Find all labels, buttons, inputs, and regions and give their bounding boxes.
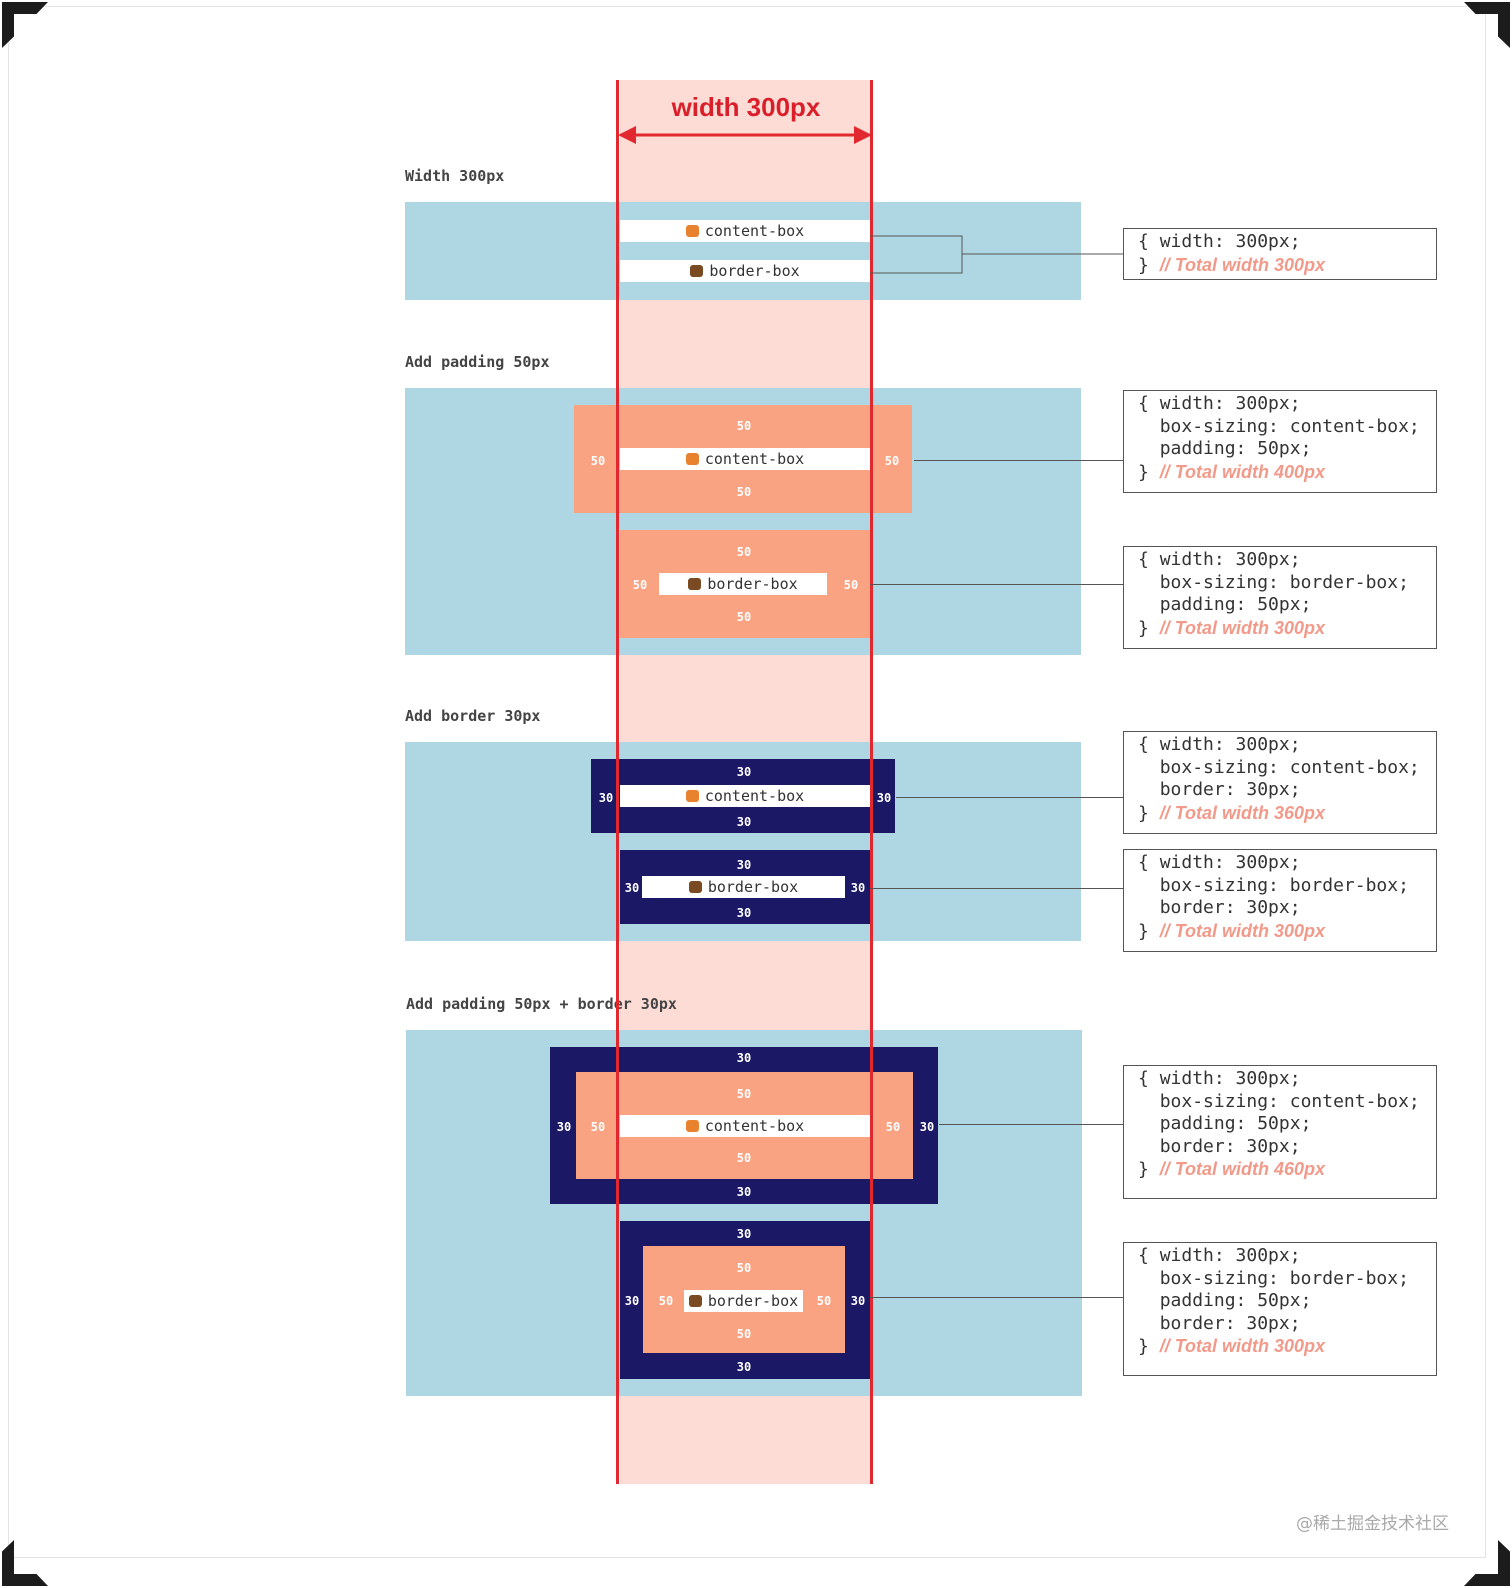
content-box-strip: content-box <box>620 785 870 807</box>
border-box-label: border-box <box>707 878 799 896</box>
section-label-padding: Add padding 50px <box>405 353 550 371</box>
padding-right-value: 50 <box>884 454 900 468</box>
fox-emoji-icon <box>685 790 699 802</box>
code-box-padding-content: { width: 300px; box-sizing: content-box;… <box>1123 390 1437 493</box>
border-top-value: 30 <box>736 1051 752 1065</box>
padding-left-value: 50 <box>632 578 648 592</box>
corner-top-right-icon <box>1464 2 1510 48</box>
total-width-text: // Total width 300px <box>1159 1336 1326 1356</box>
width-line-left <box>616 80 619 1484</box>
padding-top-value: 50 <box>736 419 752 433</box>
corner-top-left-icon <box>2 2 48 48</box>
padding-right-value: 50 <box>816 1294 832 1308</box>
connector-line <box>939 1124 1124 1125</box>
section-label-border: Add border 30px <box>405 707 541 725</box>
border-right-value: 30 <box>850 881 866 895</box>
border-box-strip: border-box <box>684 1290 803 1312</box>
border-left-value: 30 <box>624 1294 640 1308</box>
content-box-strip: content-box <box>620 220 870 242</box>
code-box-padding-border-content: { width: 300px; box-sizing: content-box;… <box>1123 1065 1437 1199</box>
total-width-text: // Total width 460px <box>1159 1159 1326 1179</box>
watermark: @稀土掘金技术社区 <box>1296 1514 1449 1534</box>
border-bottom-value: 30 <box>736 1360 752 1374</box>
bear-emoji-icon <box>688 1295 702 1307</box>
border-box-label: border-box <box>709 262 800 280</box>
band-blue-overlay-1 <box>620 202 872 300</box>
padding-top-value: 50 <box>736 1261 752 1275</box>
border-top-value: 30 <box>736 765 752 779</box>
content-box-strip: content-box <box>620 448 870 470</box>
padding-bottom-value: 50 <box>736 1151 752 1165</box>
padding-bottom-value: 50 <box>736 1327 752 1341</box>
total-width-text: // Total width 400px <box>1159 461 1326 482</box>
fox-emoji-icon <box>685 225 699 237</box>
code-box-border-content: { width: 300px; box-sizing: content-box;… <box>1123 731 1437 834</box>
content-box-label: content-box <box>704 787 805 805</box>
border-bottom-value: 30 <box>736 906 752 920</box>
padding-right-value: 50 <box>885 1120 901 1134</box>
fox-emoji-icon <box>685 453 699 465</box>
border-left-value: 30 <box>624 881 640 895</box>
padding-top-value: 50 <box>736 1087 752 1101</box>
total-width-text: // Total width 300px <box>1159 617 1326 638</box>
content-box-label: content-box <box>704 1117 805 1135</box>
border-right-value: 30 <box>919 1120 935 1134</box>
page-frame <box>8 6 1486 1558</box>
total-width-text: // Total width 300px <box>1159 920 1326 941</box>
section-label-padding-border: Add padding 50px + border 30px <box>406 995 677 1013</box>
padding-left-value: 50 <box>658 1294 674 1308</box>
connector-line <box>870 1297 1124 1298</box>
bear-emoji-icon <box>690 265 704 277</box>
padding-bottom-value: 50 <box>736 610 752 624</box>
width-line-right <box>870 80 873 1484</box>
border-left-value: 30 <box>598 791 614 805</box>
content-box-label: content-box <box>704 450 805 468</box>
content-box-strip: content-box <box>620 1115 870 1137</box>
border-right-value: 30 <box>876 791 892 805</box>
fox-emoji-icon <box>685 1120 699 1132</box>
padding-bottom-value: 50 <box>736 485 752 499</box>
border-bottom-value: 30 <box>736 1185 752 1199</box>
bracket-connector-icon <box>870 235 1124 274</box>
border-box-strip: border-box <box>642 876 845 898</box>
section-label-width: Width 300px <box>405 167 505 185</box>
border-top-value: 30 <box>736 1227 752 1241</box>
connector-line <box>870 584 1124 585</box>
corner-bottom-left-icon <box>2 1540 48 1586</box>
border-box-strip: border-box <box>659 573 827 595</box>
border-box-label: border-box <box>707 1292 799 1310</box>
code-box-padding-border-border: { width: 300px; box-sizing: border-box; … <box>1123 1242 1437 1376</box>
padding-left-value: 50 <box>590 1120 606 1134</box>
corner-bottom-right-icon <box>1464 1540 1510 1586</box>
border-right-value: 30 <box>850 1294 866 1308</box>
border-box-label: border-box <box>707 575 798 593</box>
border-top-value: 30 <box>736 858 752 872</box>
padding-right-value: 50 <box>843 578 859 592</box>
total-width-text: // Total width 300px <box>1159 254 1326 275</box>
border-left-value: 30 <box>556 1120 572 1134</box>
code-box-border-border: { width: 300px; box-sizing: border-box; … <box>1123 849 1437 952</box>
connector-line <box>870 888 1124 889</box>
total-width-text: // Total width 360px <box>1159 802 1326 823</box>
connector-line <box>914 460 1124 461</box>
bear-emoji-icon <box>688 578 702 590</box>
code-box-padding-border: { width: 300px; box-sizing: border-box; … <box>1123 546 1437 649</box>
connector-line <box>896 797 1124 798</box>
content-box-label: content-box <box>704 222 805 240</box>
diagram-title: width 300px <box>671 92 821 122</box>
padding-top-value: 50 <box>736 545 752 559</box>
bear-emoji-icon <box>688 881 702 893</box>
code-box-width: { width: 300px; } // Total width 300px <box>1123 228 1437 280</box>
border-bottom-value: 30 <box>736 815 752 829</box>
border-box-strip: border-box <box>620 260 870 282</box>
padding-left-value: 50 <box>590 454 606 468</box>
width-arrow-icon <box>618 126 872 144</box>
